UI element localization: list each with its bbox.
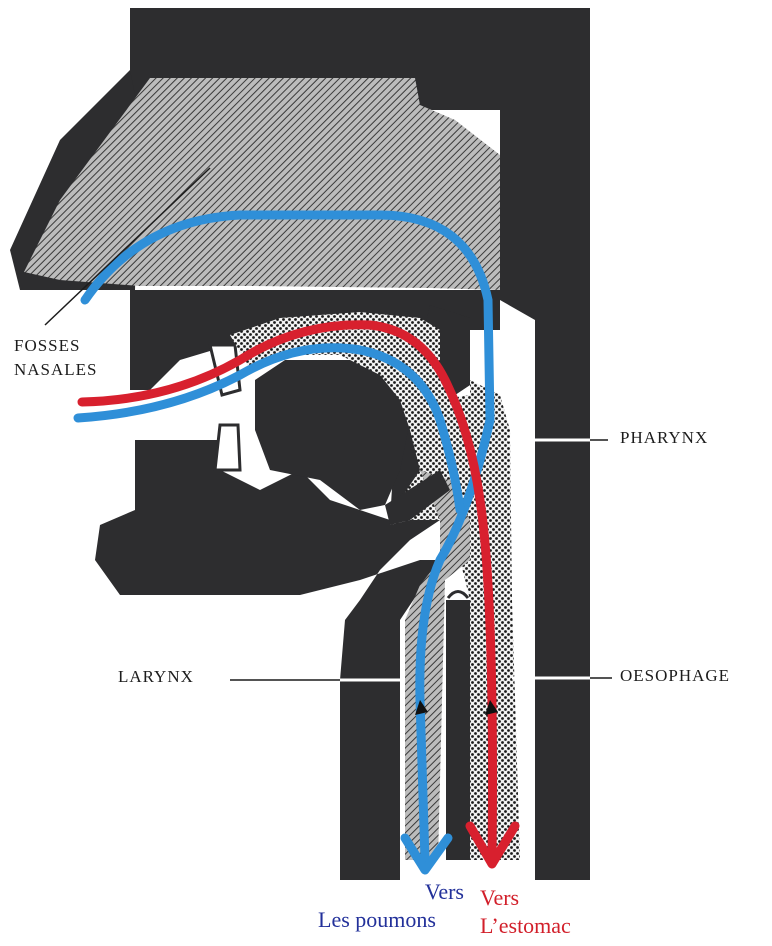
stomach-line1: Vers xyxy=(480,884,571,912)
tongue-and-jaw xyxy=(95,400,455,880)
lungs-destination-line2: Les poumons xyxy=(318,906,436,934)
trachea-oesophagus-divider xyxy=(446,600,470,860)
fosses-label-line1: FOSSES xyxy=(14,334,98,358)
lower-incisor xyxy=(215,425,240,470)
lungs-destination: Vers xyxy=(360,878,464,906)
fosses-nasales-label: FOSSES NASALES xyxy=(14,334,98,382)
larynx-label: LARYNX xyxy=(118,667,194,687)
lungs-line1: Vers xyxy=(360,878,464,906)
stomach-destination: Vers L’estomac xyxy=(480,884,571,940)
fosses-label-line2: NASALES xyxy=(14,358,98,382)
pharynx-label: PHARYNX xyxy=(620,428,708,448)
divider-cap xyxy=(448,592,468,599)
oesophage-label: OESOPHAGE xyxy=(620,666,730,686)
lungs-line2: Les poumons xyxy=(318,906,436,934)
stomach-line2: L’estomac xyxy=(480,912,571,940)
